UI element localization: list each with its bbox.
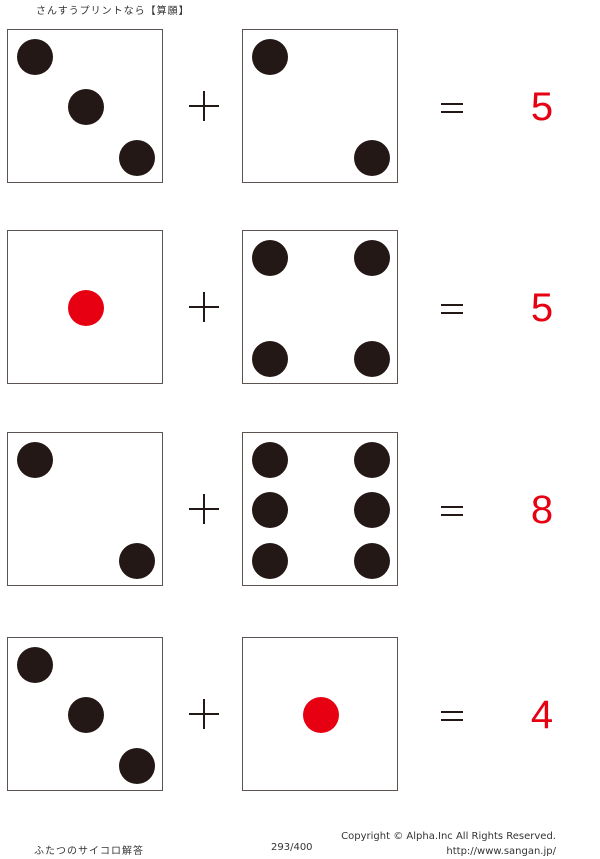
copyright-text: Copyright © Alpha.Inc All Rights Reserve… (341, 831, 556, 842)
pip-icon (68, 697, 104, 733)
pip-icon (17, 647, 53, 683)
equals-icon (441, 711, 463, 721)
answer-value: 4 (530, 693, 554, 737)
plus-icon (189, 91, 219, 121)
die-right (242, 637, 398, 791)
die-left (7, 432, 163, 586)
pip-icon (17, 39, 53, 75)
pip-icon (354, 492, 390, 528)
pip-icon (303, 697, 339, 733)
pip-icon (354, 543, 390, 579)
pip-icon (252, 240, 288, 276)
pip-icon (68, 290, 104, 326)
pip-icon (354, 140, 390, 176)
page-header: さんすうプリントなら【算願】 (36, 6, 190, 17)
die-right (242, 230, 398, 384)
die-right (242, 29, 398, 183)
die-left (7, 637, 163, 791)
pip-icon (252, 543, 288, 579)
answer-value: 5 (530, 85, 554, 129)
die-right (242, 432, 398, 586)
site-url: http://www.sangan.jp/ (446, 846, 556, 857)
pip-icon (354, 341, 390, 377)
pip-icon (252, 39, 288, 75)
page-number: 293/400 (271, 842, 313, 853)
pip-icon (119, 543, 155, 579)
pip-icon (252, 492, 288, 528)
pip-icon (68, 89, 104, 125)
die-left (7, 230, 163, 384)
equals-icon (441, 103, 463, 113)
equals-icon (441, 506, 463, 516)
die-left (7, 29, 163, 183)
pip-icon (119, 140, 155, 176)
footer-copyright: Copyright © Alpha.Inc All Rights Reserve… (341, 829, 556, 859)
footer-title: ふたつのサイコロ解答 (34, 846, 144, 857)
pip-icon (252, 341, 288, 377)
plus-icon (189, 494, 219, 524)
equals-icon (441, 304, 463, 314)
pip-icon (252, 442, 288, 478)
pip-icon (17, 442, 53, 478)
answer-value: 5 (530, 286, 554, 330)
plus-icon (189, 292, 219, 322)
pip-icon (354, 442, 390, 478)
pip-icon (119, 748, 155, 784)
answer-value: 8 (530, 488, 554, 532)
plus-icon (189, 699, 219, 729)
pip-icon (354, 240, 390, 276)
